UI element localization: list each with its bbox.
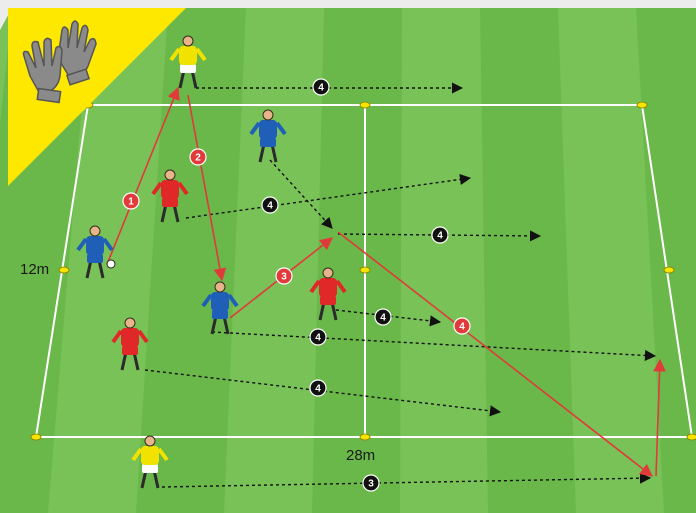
cone-marker — [360, 267, 370, 273]
pass-step-marker: 3 — [276, 268, 292, 284]
cone-marker — [637, 102, 647, 108]
run-step-number: 4 — [315, 333, 321, 344]
pass-step-marker: 4 — [454, 318, 470, 334]
run-step-marker: 4 — [310, 380, 326, 396]
cone-marker — [360, 434, 370, 440]
run-step-marker: 4 — [310, 329, 326, 345]
run-step-number: 4 — [315, 384, 321, 395]
cone-marker — [664, 267, 674, 273]
cone-marker — [360, 102, 370, 108]
run-step-number: 3 — [368, 479, 374, 490]
pass-step-number: 2 — [195, 153, 201, 164]
run-step-marker: 4 — [375, 309, 391, 325]
run-step-marker: 3 — [363, 475, 379, 491]
length-label: 28m — [346, 447, 375, 464]
cone-marker — [59, 267, 69, 273]
run-step-marker: 4 — [432, 227, 448, 243]
run-step-number: 4 — [380, 313, 386, 324]
run-step-number: 4 — [267, 201, 273, 212]
pass-step-marker: 2 — [190, 149, 206, 165]
cone-marker — [31, 434, 41, 440]
run-step-marker: 4 — [313, 79, 329, 95]
pass-step-number: 3 — [281, 272, 287, 283]
run-step-number: 4 — [437, 231, 443, 242]
pass-step-marker: 1 — [123, 193, 139, 209]
width-label: 12m — [20, 261, 49, 278]
cone-marker — [687, 434, 696, 440]
pass-step-number: 4 — [459, 322, 465, 333]
pass-step-number: 1 — [128, 197, 134, 208]
run-step-number: 4 — [318, 83, 324, 94]
ball — [107, 260, 115, 268]
run-step-marker: 4 — [262, 197, 278, 213]
